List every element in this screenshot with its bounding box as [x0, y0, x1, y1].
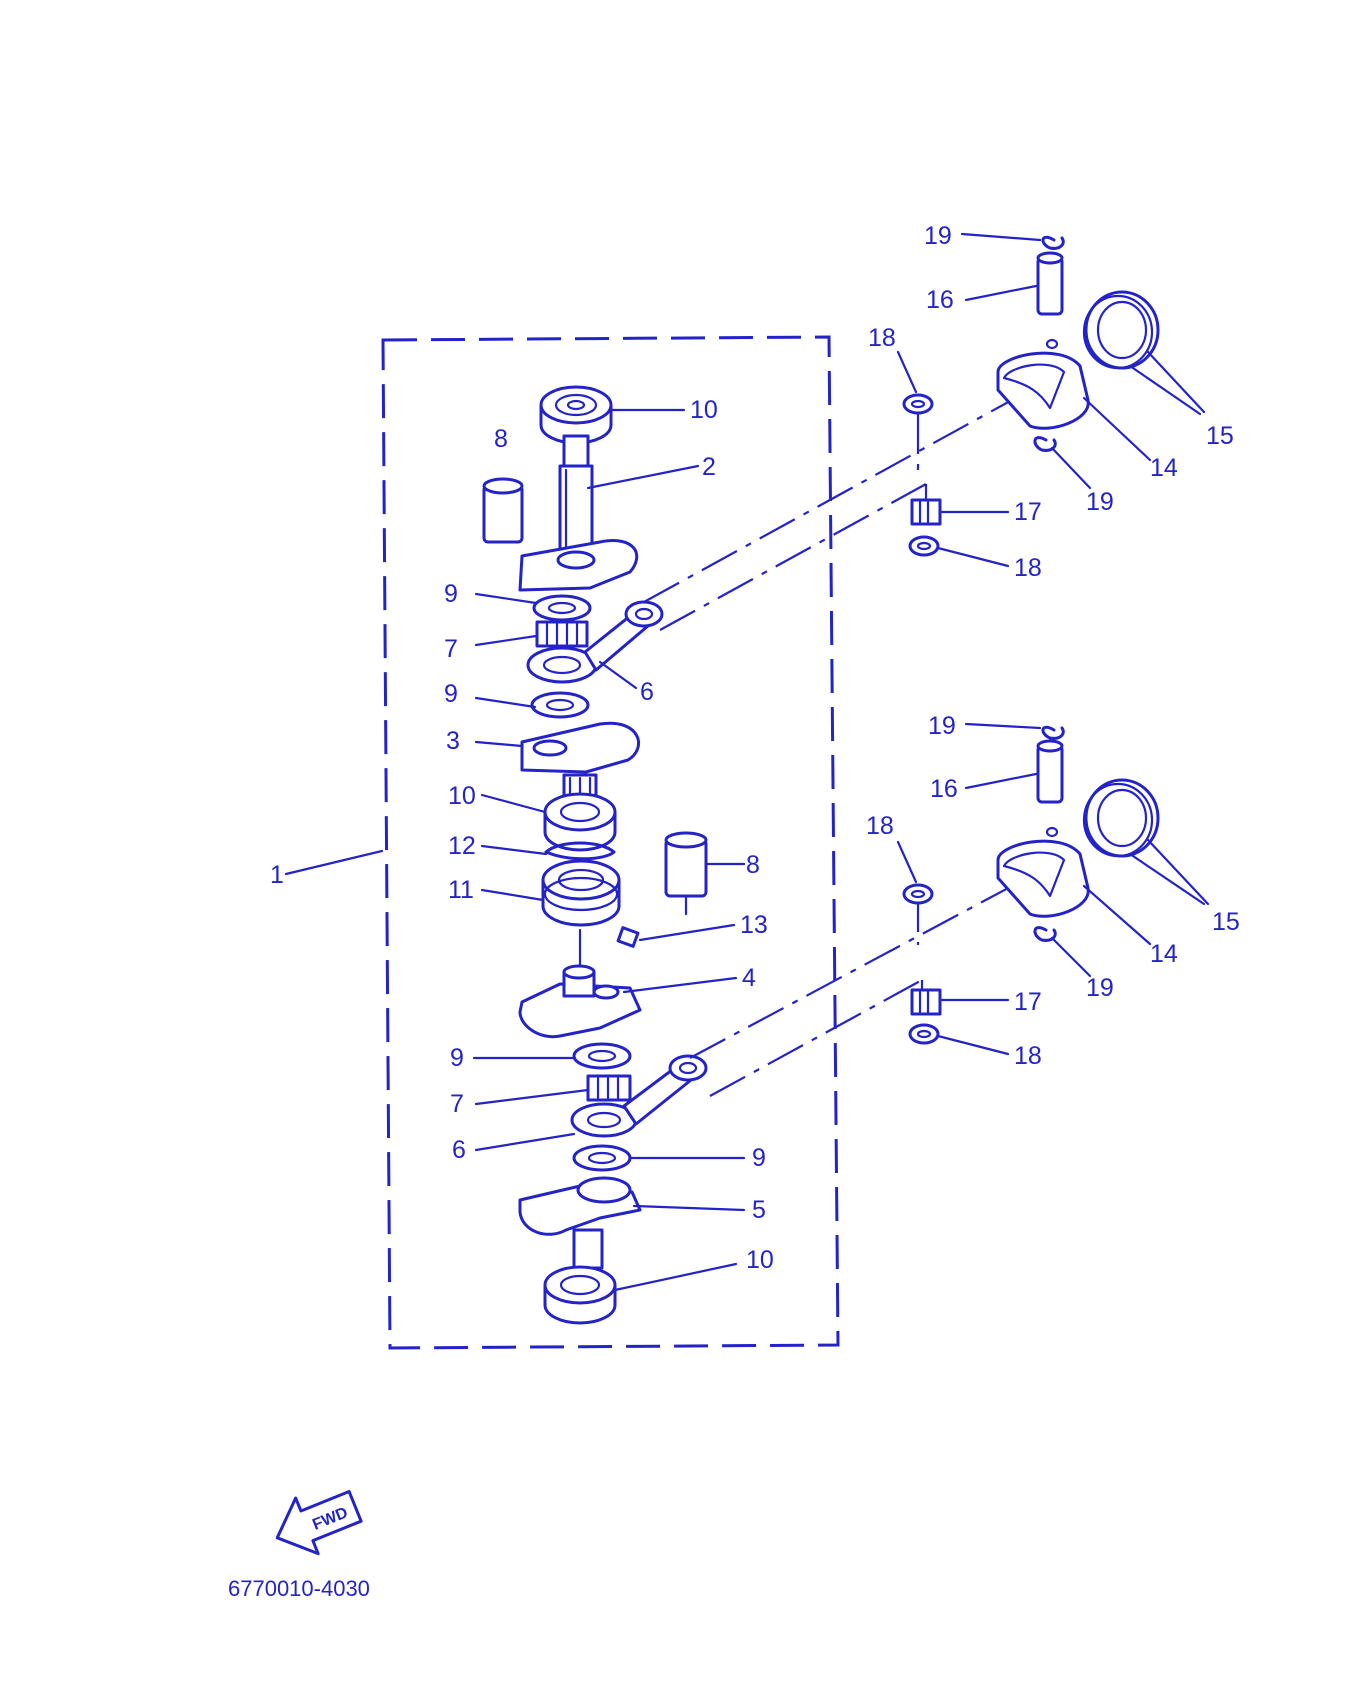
assembly-boundary [381, 335, 840, 1350]
circlip-bottom-1 [1041, 725, 1065, 740]
wristpin-top [1036, 251, 1064, 316]
middle-bearing [543, 792, 617, 852]
callout-numbers: 1 10 8 2 9 7 6 9 3 10 12 8 11 13 4 9 7 6… [270, 222, 1240, 1274]
callout-wristpin-bottom: 16 [930, 775, 958, 803]
callout-labyrinth: 11 [448, 876, 474, 904]
conrod-axis-top-b [659, 483, 927, 631]
conrod-axis-bottom-b [709, 979, 923, 1097]
callout-bearing-top: 10 [690, 396, 718, 424]
callout-smallend-top: 17 [1014, 498, 1042, 526]
callout-smallend-bottom: 17 [1014, 988, 1042, 1016]
thrust-washer-bottom-1 [902, 883, 934, 905]
callout-washer-b: 9 [444, 680, 458, 708]
conrod-big-end-top [526, 600, 664, 684]
callout-circlip-mid: 12 [448, 832, 476, 860]
lower-crank-web-a [518, 964, 642, 1039]
callout-clip-t1: 19 [924, 222, 952, 250]
callout-assembly: 1 [270, 861, 284, 889]
callout-piston-top: 14 [1150, 454, 1178, 482]
callout-key: 13 [740, 911, 768, 939]
callout-crank-lower-b: 5 [752, 1196, 766, 1224]
callout-washer-d: 9 [752, 1144, 766, 1172]
circlip-top-2 [1033, 436, 1057, 452]
thrust-washer-bottom-2 [908, 1023, 940, 1045]
callout-piston-bottom: 14 [1150, 940, 1178, 968]
smallend-bearing-top [910, 498, 942, 526]
leader-lines [284, 232, 1210, 1292]
smallend-bearing-bottom [910, 988, 942, 1016]
washer-c [572, 1042, 632, 1070]
fwd-arrow: FWD [275, 1490, 363, 1556]
callout-clip-b2: 19 [1086, 974, 1114, 1002]
callout-pin-mid: 8 [746, 851, 760, 879]
lower-crank-web-b [518, 1176, 642, 1270]
callout-washer18-b1: 18 [866, 812, 894, 840]
thrust-washer-top-2 [908, 535, 940, 557]
piston-rings-bottom [1082, 778, 1160, 858]
callout-conrod-bottom: 6 [452, 1136, 466, 1164]
bottom-bearing [543, 1265, 617, 1325]
callout-crank-upper: 2 [702, 453, 716, 481]
piston-rings-top [1082, 290, 1160, 370]
document-code: 6770010-4030 [228, 1576, 370, 1601]
top-bearing [539, 385, 613, 445]
callout-clip-t2: 19 [1086, 488, 1114, 516]
washer-d [572, 1144, 632, 1172]
circlip-top-1 [1041, 235, 1065, 250]
labyrinth-seal [541, 859, 621, 927]
callout-washer18-b2: 18 [1014, 1042, 1042, 1070]
callout-crank-lower-a: 4 [742, 964, 756, 992]
conrod-big-end-bottom [570, 1054, 708, 1138]
callout-washer-a: 9 [444, 580, 458, 608]
callout-clip-b1: 19 [928, 712, 956, 740]
callout-wristpin-top: 16 [926, 286, 954, 314]
callout-bearing-bottom: 10 [746, 1246, 774, 1274]
needle-bearing-top [535, 620, 589, 648]
woodruff-key [616, 926, 640, 948]
conrod-axis-top-a [643, 399, 1013, 603]
dowel-pin-middle [664, 831, 708, 898]
callout-washer18-t2: 18 [1014, 554, 1042, 582]
callout-washer-c: 9 [450, 1044, 464, 1072]
piston-bottom [996, 826, 1090, 918]
piston-top [996, 338, 1090, 430]
middle-circlip [544, 841, 616, 861]
callout-pin-top: 8 [494, 425, 508, 453]
callout-washer18-t1: 18 [868, 324, 896, 352]
callout-rings-top: 15 [1206, 422, 1234, 450]
washer-b [530, 691, 590, 719]
callout-needle-bottom: 7 [450, 1090, 464, 1118]
callout-bearing-mid: 10 [448, 782, 476, 810]
callout-conrod-top: 6 [640, 678, 654, 706]
callout-rings-bottom: 15 [1212, 908, 1240, 936]
callout-needle-top: 7 [444, 635, 458, 663]
dowel-pin-top [482, 477, 524, 544]
needle-bearing-bottom [586, 1074, 632, 1102]
circlip-bottom-2 [1033, 926, 1057, 942]
conrod-axis-bottom-a [689, 885, 1013, 1059]
washer-a [532, 594, 592, 622]
upper-crank-web [518, 539, 639, 592]
callout-crank-mid: 3 [446, 727, 460, 755]
wristpin-bottom [1036, 739, 1064, 804]
thrust-washer-top-1 [902, 393, 934, 415]
